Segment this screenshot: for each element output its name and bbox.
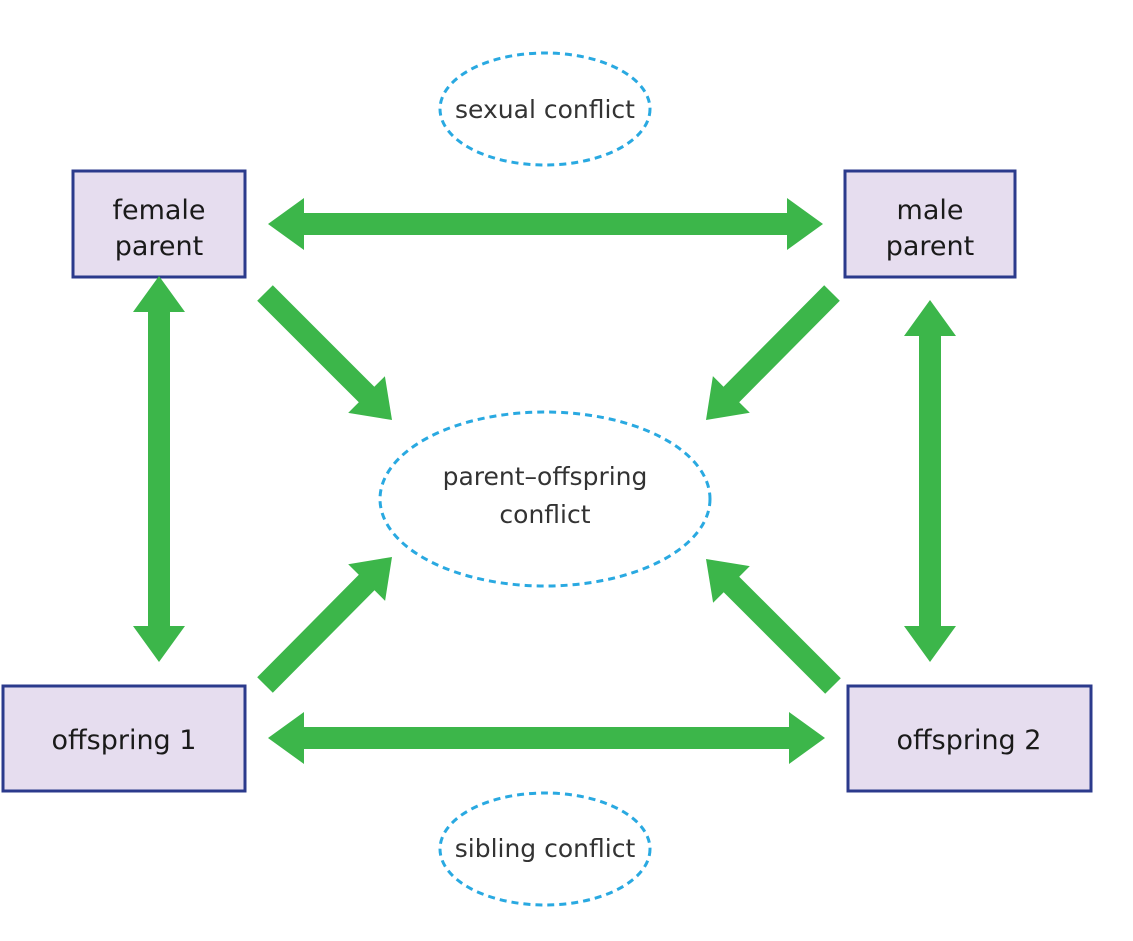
male-parent-box [843, 169, 1017, 279]
female-parent-node: female parent [71, 169, 247, 279]
offspring1-to-center-arrow [257, 557, 392, 693]
parent-offspring-conflict-label-line2: conflict [499, 500, 590, 529]
offspring-2-label: offspring 2 [897, 725, 1042, 756]
male-offspring2-double-arrow [904, 300, 956, 662]
female-male-double-arrow [268, 198, 823, 250]
sibling-conflict-ellipse [438, 791, 652, 907]
parent-offspring-conflict-label-line1: parent–offspring [443, 462, 648, 491]
female-to-center-arrow [257, 285, 392, 420]
sibling-conflict-group: sibling conflict [438, 791, 652, 907]
offspring-2-box [846, 684, 1093, 793]
sibling-conflict-label: sibling conflict [455, 834, 636, 863]
female-parent-box [71, 169, 247, 279]
offspring-1-label: offspring 1 [52, 725, 197, 756]
male-to-center-arrow [706, 285, 840, 420]
parent-offspring-conflict-ellipse [378, 410, 712, 588]
offspring2-to-center-arrow [706, 559, 841, 694]
offspring-2-node: offspring 2 [846, 684, 1093, 793]
male-parent-node: male parent [843, 169, 1017, 279]
offspring-1-box [1, 684, 247, 793]
sexual-conflict-ellipse [438, 51, 652, 167]
arrows [133, 198, 956, 764]
offspring1-offspring2-double-arrow [268, 712, 825, 764]
offspring-1-node: offspring 1 [1, 684, 247, 793]
female-parent-label-line2: parent [115, 231, 204, 262]
sexual-conflict-label: sexual conflict [455, 95, 635, 124]
female-offspring1-double-arrow [133, 276, 185, 662]
male-parent-label-line2: parent [886, 231, 975, 262]
female-parent-label-line1: female [112, 195, 205, 226]
sexual-conflict-group: sexual conflict [438, 51, 652, 167]
parent-offspring-conflict-group: parent–offspring conflict [378, 410, 712, 588]
male-parent-label-line1: male [897, 195, 964, 226]
